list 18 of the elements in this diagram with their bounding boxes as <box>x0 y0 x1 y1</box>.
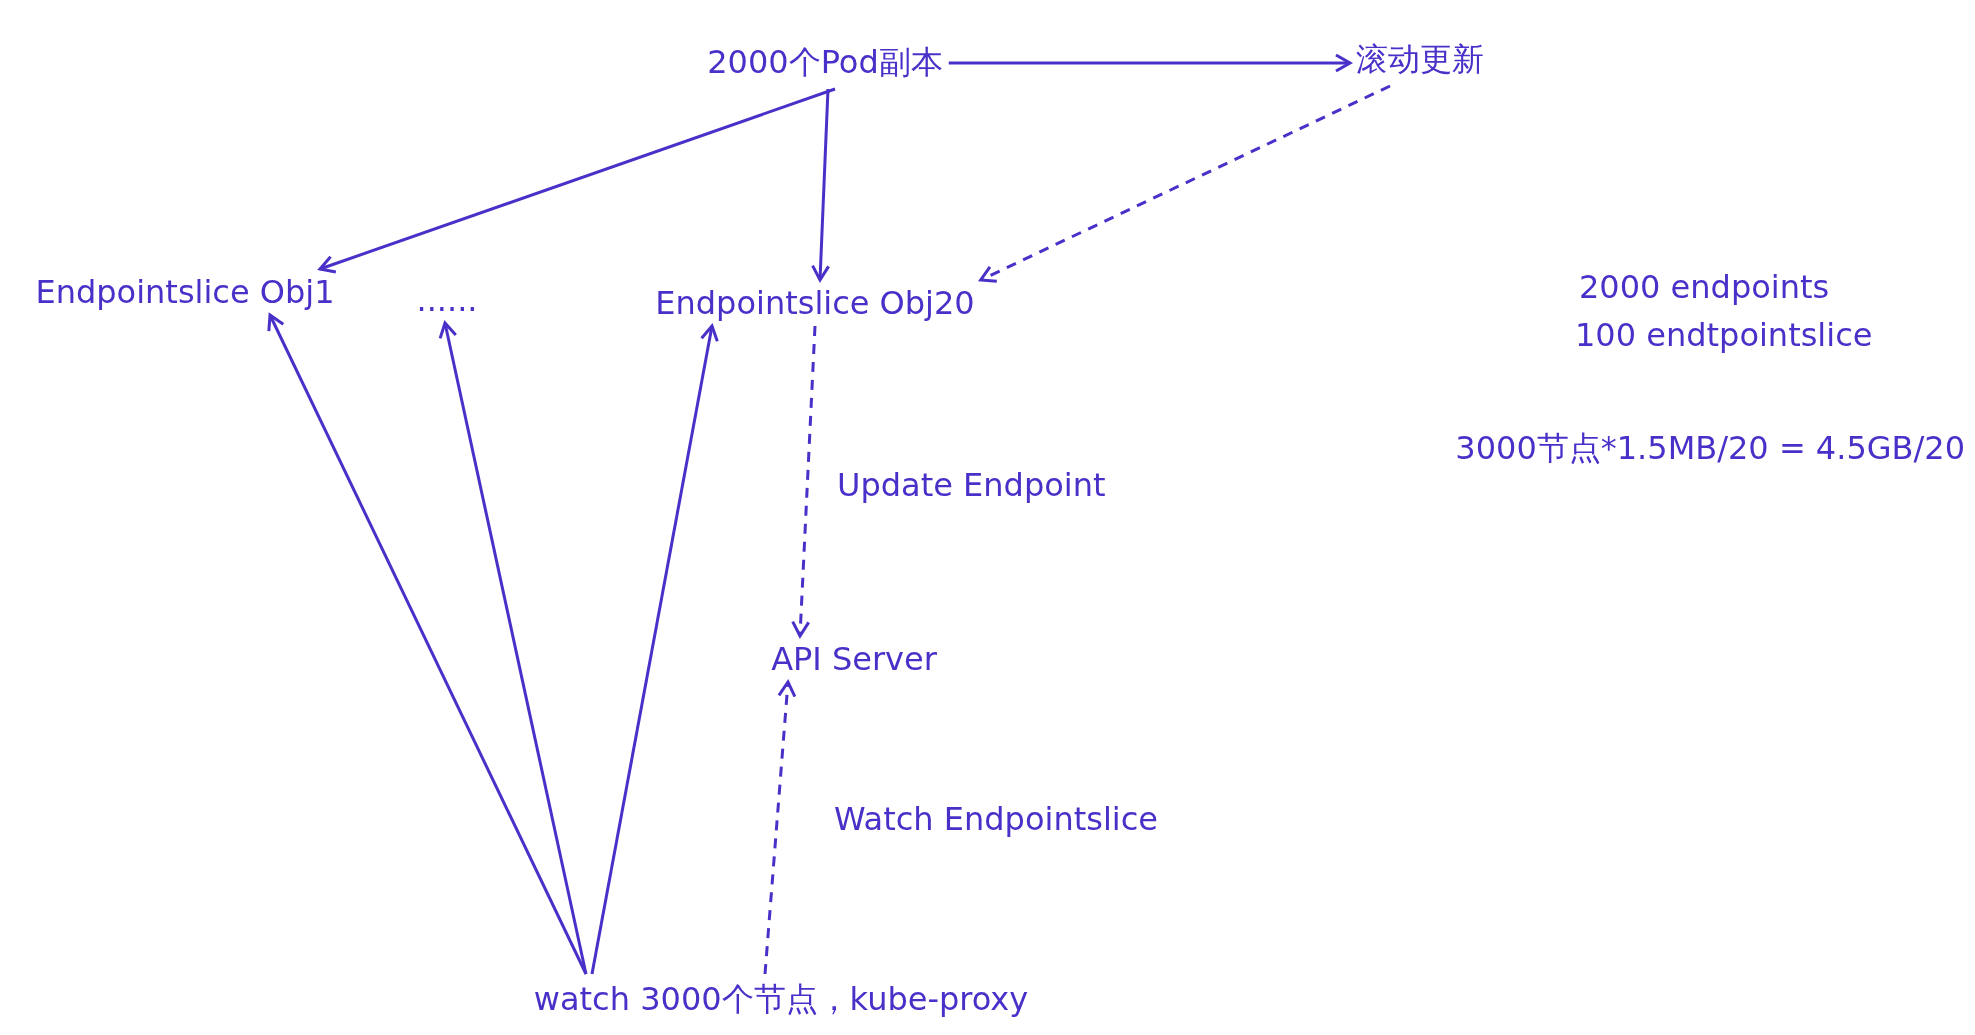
step-label: API Server <box>765 636 943 682</box>
arrow <box>438 321 588 975</box>
note-text: 3000节点*1.5MB/20 = 4.5GB/20 <box>1455 428 1965 469</box>
arrow <box>979 84 1391 283</box>
note-text: 100 endtpointslice <box>1575 316 1873 354</box>
arrow <box>791 325 817 638</box>
step-label: Endpointslice Obj20 <box>649 280 981 326</box>
arrow <box>318 87 836 274</box>
step-label: Endpointslice Obj1 <box>29 269 341 315</box>
arrow <box>948 53 1352 73</box>
step-label: 2000个Pod副本 <box>701 37 949 89</box>
arrow <box>763 680 797 975</box>
arrow <box>811 88 831 282</box>
step-label: watch 3000个节点，kube-proxy <box>527 974 1035 1026</box>
step-label: ...... <box>410 277 484 323</box>
step-label: 滚动更新 <box>1350 34 1490 86</box>
note-text: 2000 endpoints <box>1579 268 1830 306</box>
arrow <box>590 324 719 975</box>
